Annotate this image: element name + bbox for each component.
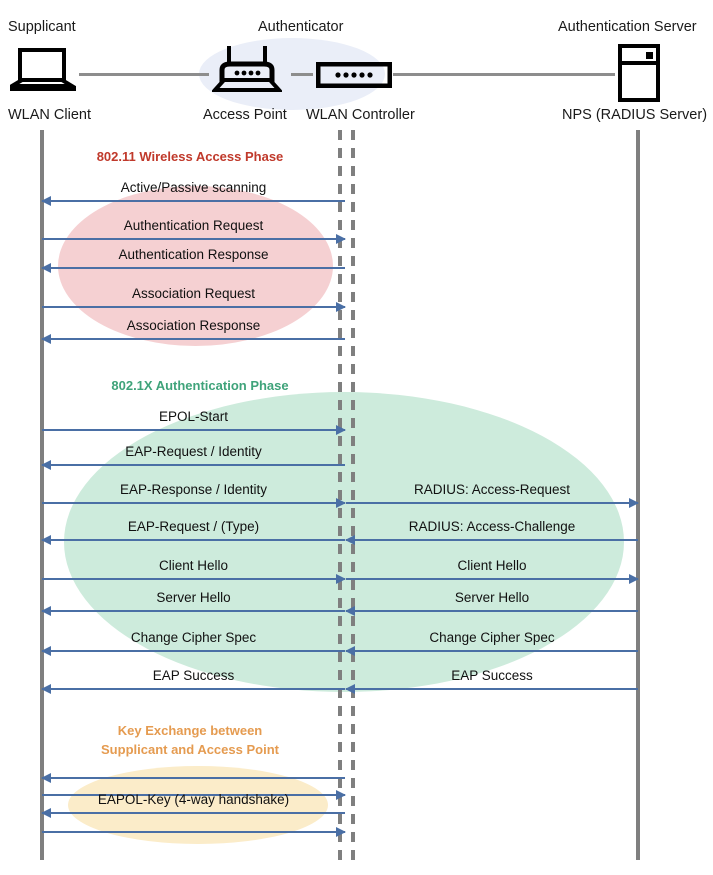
actor-role-supplicant: Supplicant xyxy=(8,19,76,35)
message-line xyxy=(42,610,345,612)
message-label: Change Cipher Spec xyxy=(429,630,555,645)
message-label: EAP-Request / Identity xyxy=(125,444,262,459)
arrowhead-left-icon xyxy=(345,535,355,545)
arrowhead-left-icon xyxy=(41,460,51,470)
arrowhead-left-icon xyxy=(41,773,51,783)
message-label: Active/Passive scanning xyxy=(120,180,267,195)
access-point-icon xyxy=(210,44,284,94)
arrowhead-left-icon xyxy=(41,196,51,206)
message-label: Client Hello xyxy=(457,558,527,573)
server-icon xyxy=(618,44,660,102)
arrowhead-right-icon xyxy=(336,498,346,508)
message-line xyxy=(346,650,638,652)
phase-ellipse-80211 xyxy=(58,186,333,346)
message-line xyxy=(42,688,345,690)
wlan-controller-icon xyxy=(315,61,393,89)
wire-ap-to-controller xyxy=(291,73,313,76)
message-line xyxy=(42,794,345,796)
message-line xyxy=(346,539,638,541)
arrowhead-right-icon xyxy=(336,234,346,244)
arrowhead-right-icon xyxy=(336,574,346,584)
arrowhead-right-icon xyxy=(629,574,639,584)
message-label: Authentication Response xyxy=(118,247,269,262)
wire-controller-to-server xyxy=(393,73,615,76)
message-line xyxy=(42,831,345,833)
message-line xyxy=(42,429,345,431)
arrowhead-left-icon xyxy=(345,606,355,616)
arrowhead-left-icon xyxy=(41,535,51,545)
message-line xyxy=(42,267,345,269)
arrowhead-left-icon xyxy=(41,646,51,656)
message-label: Server Hello xyxy=(454,590,530,605)
arrowhead-left-icon xyxy=(345,684,355,694)
actor-role-auth-server: Authentication Server xyxy=(558,19,697,35)
lifeline-supplicant xyxy=(40,130,44,860)
arrowhead-right-icon xyxy=(336,827,346,837)
message-label: EAP-Response / Identity xyxy=(119,482,268,497)
phase-caption-key-exchange: Key Exchange between Supplicant and Acce… xyxy=(101,723,279,757)
message-label: RADIUS: Access-Request xyxy=(413,482,571,497)
message-line xyxy=(346,688,638,690)
message-line xyxy=(42,650,345,652)
arrowhead-left-icon xyxy=(345,646,355,656)
actor-name-wlan-client: WLAN Client xyxy=(8,107,91,123)
message-label: Authentication Request xyxy=(123,218,264,233)
message-label: Association Response xyxy=(126,318,261,333)
message-label: Client Hello xyxy=(158,558,229,573)
message-label: EAP-Request / (Type) xyxy=(127,519,260,534)
arrowhead-right-icon xyxy=(336,425,346,435)
message-label: EAP Success xyxy=(451,668,533,683)
message-line xyxy=(42,502,345,504)
arrowhead-right-icon xyxy=(336,302,346,312)
message-line xyxy=(42,238,345,240)
arrowhead-right-icon xyxy=(336,790,346,800)
message-label: EAPOL-Key (4-way handshake) xyxy=(97,792,290,807)
actor-name-nps-radius-server: NPS (RADIUS Server) xyxy=(562,107,708,123)
arrowhead-left-icon xyxy=(41,808,51,818)
message-line xyxy=(346,610,638,612)
actor-name-wlan-controller: WLAN Controller xyxy=(306,107,415,123)
message-line xyxy=(42,812,345,814)
message-line xyxy=(42,200,345,202)
message-line xyxy=(42,578,345,580)
message-line xyxy=(42,464,345,466)
arrowhead-left-icon xyxy=(41,606,51,616)
message-label: RADIUS: Access-Challenge xyxy=(408,519,576,534)
message-line xyxy=(42,777,345,779)
arrowhead-left-icon xyxy=(41,263,51,273)
message-label: EAP Success xyxy=(152,668,235,683)
message-line xyxy=(42,306,345,308)
lifeline-access-point xyxy=(338,130,342,860)
phase-caption-80211: 802.11 Wireless Access Phase xyxy=(96,149,284,164)
lifeline-wlan-controller xyxy=(351,130,355,860)
message-line xyxy=(42,338,345,340)
phase-ellipse-8021x xyxy=(64,392,624,692)
message-label: Association Request xyxy=(131,286,256,301)
arrowhead-left-icon xyxy=(41,334,51,344)
actor-role-authenticator: Authenticator xyxy=(258,19,344,35)
phase-caption-8021x: 802.1X Authentication Phase xyxy=(111,378,289,393)
actor-name-access-point: Access Point xyxy=(203,107,287,123)
lifeline-auth-server xyxy=(636,130,640,860)
message-line xyxy=(42,539,345,541)
message-line xyxy=(346,502,638,504)
message-label: Server Hello xyxy=(156,590,231,605)
arrowhead-right-icon xyxy=(629,498,639,508)
laptop-icon xyxy=(4,48,80,94)
message-line xyxy=(346,578,638,580)
message-label: Change Cipher Spec xyxy=(130,630,257,645)
wire-client-to-ap xyxy=(79,73,209,76)
message-label: EPOL-Start xyxy=(158,409,229,424)
arrowhead-left-icon xyxy=(41,684,51,694)
